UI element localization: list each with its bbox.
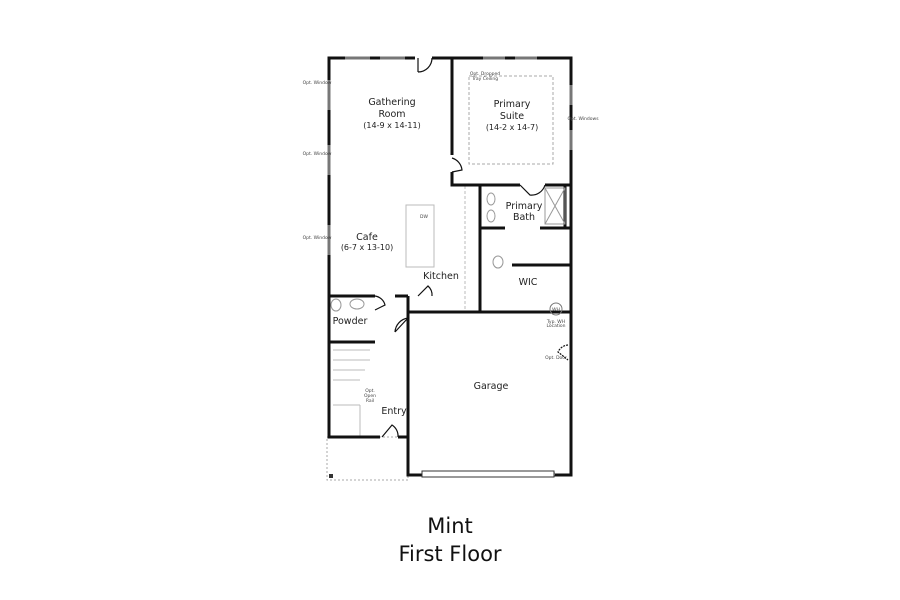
plan-subtitle: First Floor [398, 542, 502, 566]
open-rail-note-3: Rail [366, 398, 374, 404]
tray-ceiling-outline [468, 75, 554, 165]
powder-label: Powder [333, 316, 368, 327]
dishwasher-label: DW [420, 214, 428, 220]
cafe-label: Cafe [356, 232, 378, 243]
wic-label: WIC [519, 277, 538, 288]
opt-window-note: Opt. Window [303, 80, 332, 86]
kitchen-island [405, 204, 435, 268]
opt-door-note: Opt. Door [545, 355, 567, 361]
entry-label: Entry [381, 406, 407, 417]
open-rail-note-1: Opt. [365, 388, 375, 394]
gathering-room-label-2: Room [378, 109, 405, 120]
opt-windows-note: Opt. Windows [567, 116, 599, 122]
opt-window-note: Opt. Window [303, 151, 332, 157]
primary-suite-dims: (14-2 x 14-7) [486, 123, 538, 132]
primary-bath-label-1: Primary [506, 201, 543, 212]
porch-post [329, 474, 333, 478]
doors [374, 57, 569, 438]
gathering-room-dims: (14-9 x 14-11) [363, 121, 420, 130]
gathering-room-label-1: Gathering [368, 97, 415, 108]
primary-suite-label-2: Suite [500, 111, 524, 122]
kitchen-label: Kitchen [423, 271, 459, 282]
plan-title: Mint [427, 514, 473, 538]
opt-window-note: Opt. Window [303, 235, 332, 241]
porch-outline [326, 436, 409, 481]
water-heater-icon [549, 302, 563, 316]
stairs [333, 349, 370, 437]
tray-ceiling-note-2: Tray Ceiling [471, 76, 498, 82]
tray-ceiling-note-1: Opt. Dropped [470, 71, 500, 77]
kitchen-counter [464, 184, 481, 313]
wh-label: WH [552, 307, 560, 313]
garage-label: Garage [474, 381, 509, 392]
wh-location-note-2: Location [546, 323, 565, 329]
primary-bath-label-2: Bath [513, 212, 535, 223]
cafe-dims: (6-7 x 13-10) [341, 243, 393, 252]
primary-suite-label-1: Primary [494, 99, 531, 110]
garage-door[interactable] [421, 470, 555, 478]
open-rail-note-2: Open [364, 393, 376, 399]
bath-fixtures [330, 187, 566, 312]
wh-location-note-1: Typ. WH [546, 319, 565, 325]
